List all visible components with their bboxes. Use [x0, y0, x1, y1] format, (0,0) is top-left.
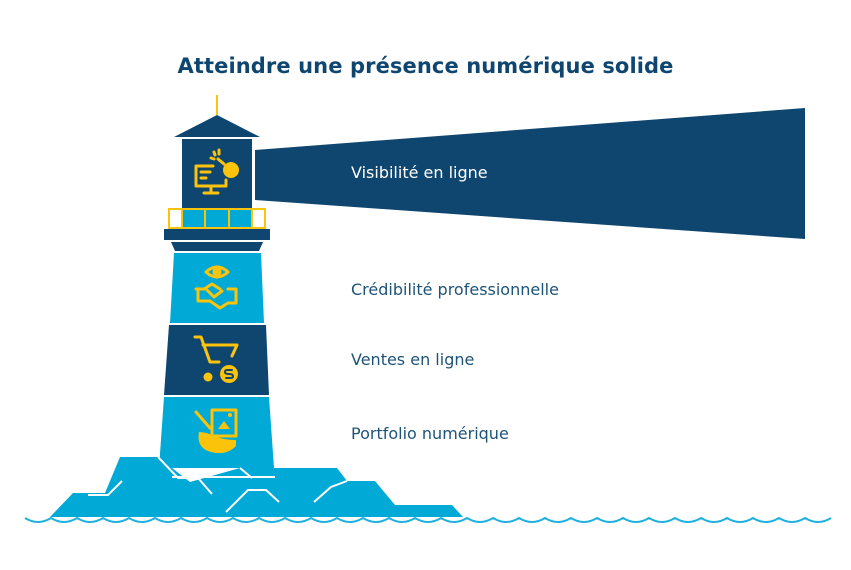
- tower-section-bottom: [159, 397, 274, 468]
- gallery-platform: [164, 229, 270, 240]
- level-label-portfolio: Portfolio numérique: [351, 424, 509, 443]
- page-title: Atteindre une présence numérique solide: [177, 54, 674, 78]
- level-label-credibility: Crédibilité professionnelle: [351, 280, 559, 299]
- lighthouse-roof: [174, 115, 260, 137]
- gallery-railing: [168, 208, 266, 229]
- cart-dollar-icon: [193, 335, 239, 383]
- level-label-online-sales: Ventes en ligne: [351, 350, 475, 369]
- lantern-room: [182, 139, 252, 208]
- eye-handshake-icon: [194, 265, 238, 310]
- light-beam: [255, 108, 805, 239]
- computer-lightbulb-icon: [194, 148, 239, 195]
- brush-image-elephant-icon: [194, 408, 238, 454]
- gallery-base: [171, 242, 263, 251]
- level-label-visibility: Visibilité en ligne: [351, 163, 488, 182]
- tower-section-middle: [164, 325, 269, 395]
- rocks: [50, 456, 463, 517]
- water-waves: [24, 516, 832, 523]
